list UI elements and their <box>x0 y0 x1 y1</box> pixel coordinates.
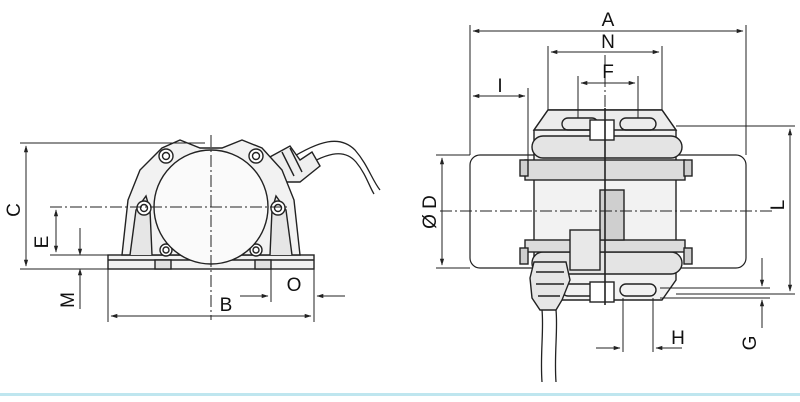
front-view <box>107 139 381 270</box>
side-view-dimensions <box>436 25 795 352</box>
side-cable-gland <box>529 261 571 311</box>
bottom-rule <box>0 393 800 396</box>
front-view-dimensions <box>20 135 345 322</box>
label-g: G <box>740 336 761 351</box>
label-f: F <box>602 62 614 83</box>
cable <box>287 140 381 191</box>
label-h: H <box>671 328 685 349</box>
label-c: C <box>4 203 25 217</box>
label-o: O <box>287 275 302 296</box>
label-b: B <box>220 295 233 316</box>
side-view <box>469 108 747 383</box>
label-i: I <box>497 76 502 97</box>
label-a: A <box>602 10 615 31</box>
label-l: L <box>768 200 789 211</box>
label-d: Ø D <box>420 195 441 229</box>
label-n: N <box>601 32 615 53</box>
label-m: M <box>58 292 79 308</box>
label-e: E <box>32 236 53 249</box>
side-cable <box>540 309 558 383</box>
